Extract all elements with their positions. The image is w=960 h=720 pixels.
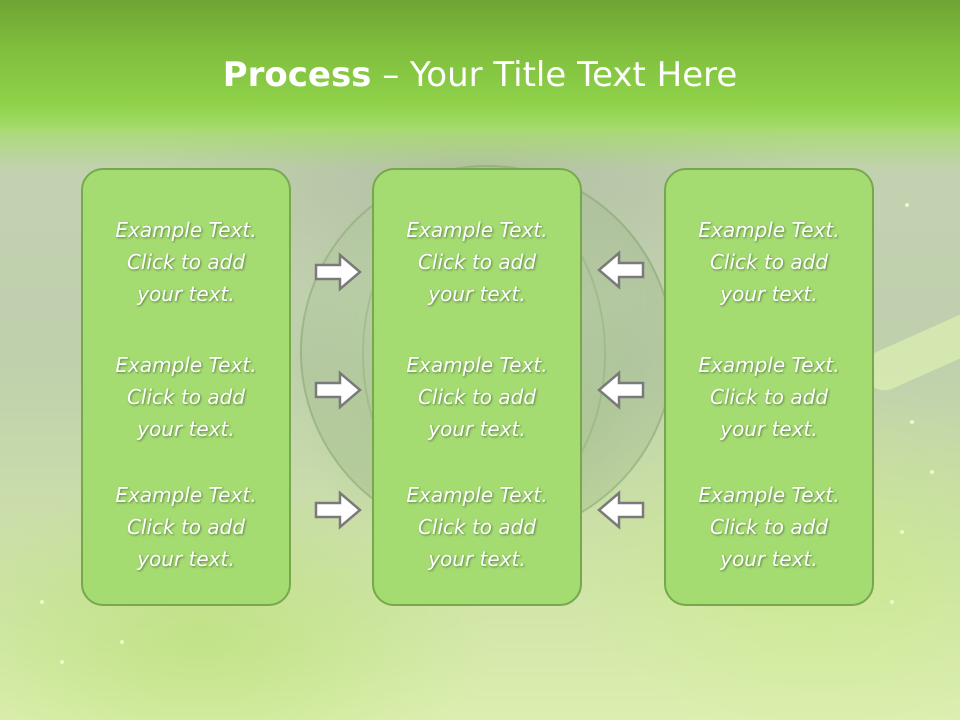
sparkle [60, 660, 64, 664]
arrow-right-icon[interactable] [314, 370, 362, 410]
slide-title-rest: – Your Title Text Here [371, 55, 738, 95]
text-placeholder[interactable]: Example Text. Click to add your text. [698, 483, 840, 571]
text-placeholder[interactable]: Example Text. Click to add your text. [406, 353, 548, 441]
text-placeholder[interactable]: Example Text. Click to add your text. [406, 218, 548, 306]
right-text-panel[interactable]: Example Text. Click to add your text. Ex… [664, 168, 874, 606]
text-placeholder[interactable]: Example Text. Click to add your text. [698, 218, 840, 306]
arrow-right-icon[interactable] [314, 490, 362, 530]
title-bar [0, 0, 960, 130]
slide-title[interactable]: Process – Your Title Text Here [0, 54, 960, 96]
sparkle [40, 600, 44, 604]
text-placeholder[interactable]: Example Text. Click to add your text. [406, 483, 548, 571]
text-placeholder[interactable]: Example Text. Click to add your text. [115, 353, 257, 441]
arrow-left-icon[interactable] [597, 490, 645, 530]
left-text-panel[interactable]: Example Text. Click to add your text. Ex… [81, 168, 291, 606]
sparkle [905, 203, 909, 207]
title-bar-fade [0, 130, 960, 170]
text-placeholder[interactable]: Example Text. Click to add your text. [115, 483, 257, 571]
slide-title-bold: Process [222, 55, 372, 95]
arrow-left-icon[interactable] [597, 250, 645, 290]
sparkle [890, 600, 894, 604]
sparkle [120, 640, 124, 644]
text-placeholder[interactable]: Example Text. Click to add your text. [698, 353, 840, 441]
center-text-panel[interactable]: Example Text. Click to add your text. Ex… [372, 168, 582, 606]
sparkle [930, 470, 934, 474]
sparkle [900, 530, 904, 534]
text-placeholder[interactable]: Example Text. Click to add your text. [115, 218, 257, 306]
sparkle [910, 420, 914, 424]
arrow-right-icon[interactable] [314, 252, 362, 292]
arrow-left-icon[interactable] [597, 370, 645, 410]
